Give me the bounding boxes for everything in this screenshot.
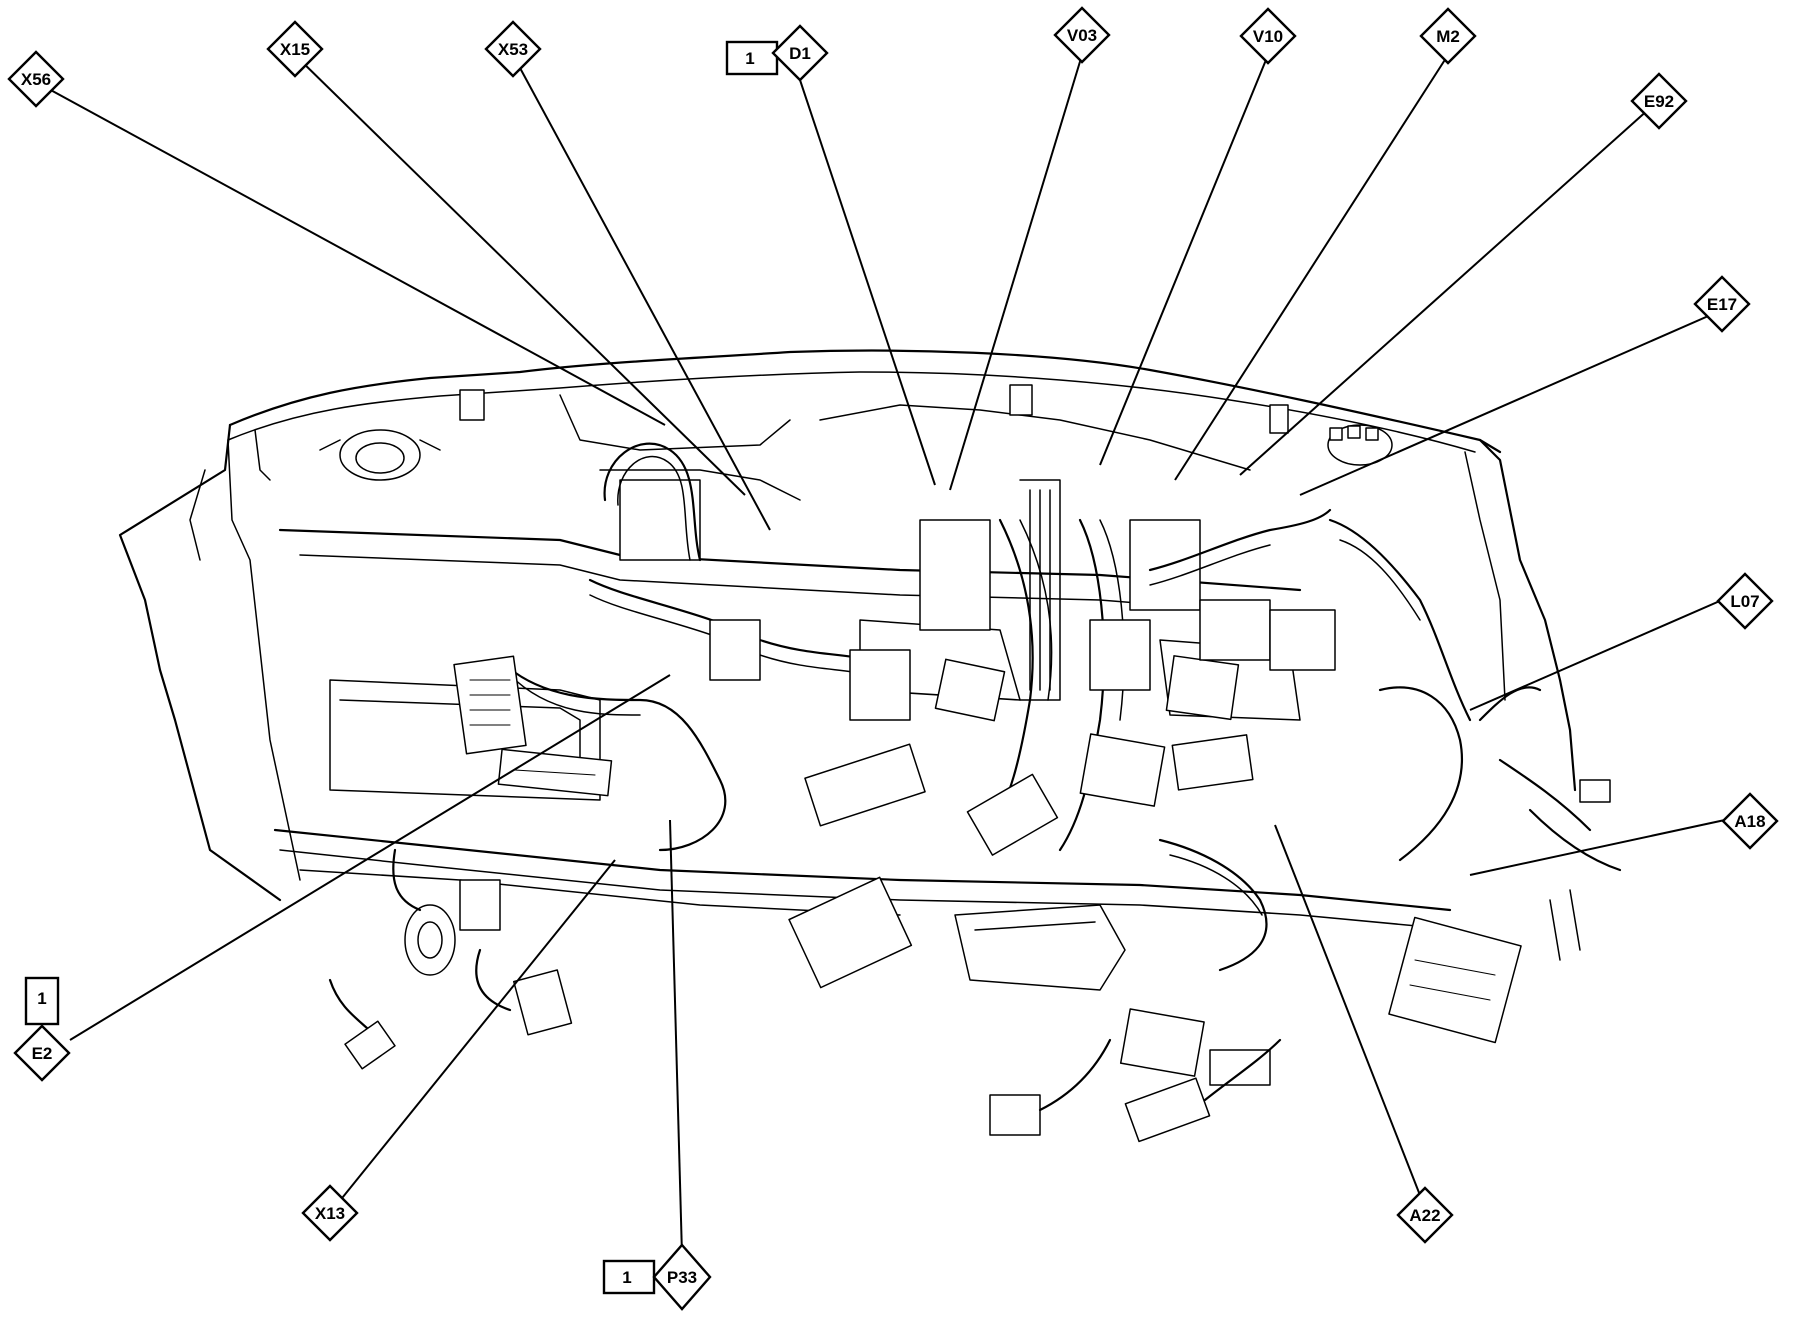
callout-diamond: [1053, 6, 1111, 64]
callout-l07: L07: [1716, 572, 1774, 630]
leader-x15: [294, 54, 746, 496]
callout-label: D1: [789, 44, 811, 63]
callout-label: V10: [1253, 27, 1283, 46]
callout-diamond: [1239, 7, 1297, 65]
callout-labels: X56 X15 X53 1 D1 V03 V10 M2: [7, 6, 1779, 1311]
leader-x53: [512, 54, 771, 531]
callout-diamond: [1693, 275, 1751, 333]
callout-label: P33: [667, 1268, 697, 1287]
callout-diamond: [301, 1184, 359, 1242]
leader-v03: [949, 54, 1083, 491]
leader-e92: [1239, 99, 1660, 476]
callout-e17: E17: [1693, 275, 1751, 333]
callout-m2: M2: [1419, 7, 1477, 65]
callout-diamond: [266, 20, 324, 78]
callout-label: A18: [1734, 812, 1765, 831]
callout-diamond: [1396, 1186, 1454, 1244]
leader-p33: [669, 819, 683, 1256]
callout-box: [24, 976, 60, 1026]
callout-diamond: [13, 1024, 71, 1082]
callout-diamond: [771, 24, 829, 82]
callout-diamond: [1716, 572, 1774, 630]
leader-v10: [1099, 54, 1269, 466]
callout-label: L07: [1730, 592, 1759, 611]
callout-label: X15: [280, 40, 310, 59]
callout-d1: 1 D1: [725, 24, 829, 82]
callout-diamond: [1630, 72, 1688, 130]
leader-x13: [329, 859, 616, 1214]
callout-label: X13: [315, 1204, 345, 1223]
callout-label: V03: [1067, 26, 1097, 45]
callout-v03: V03: [1053, 6, 1111, 64]
callout-diamond: [7, 50, 65, 108]
leader-x56: [35, 81, 666, 426]
leader-d1: [799, 79, 936, 486]
dashboard-illustration: [118, 349, 1622, 1143]
leader-e2: [69, 674, 671, 1041]
callout-diamond: [484, 20, 542, 78]
callout-label: E17: [1707, 295, 1737, 314]
callout-a22: A22: [1396, 1186, 1454, 1244]
callout-label: E92: [1644, 92, 1674, 111]
callout-a18: A18: [1721, 792, 1779, 850]
leader-e17: [1299, 309, 1723, 496]
callout-v10: V10: [1239, 7, 1297, 65]
callout-e92: E92: [1630, 72, 1688, 130]
callout-label: M2: [1436, 27, 1460, 46]
callout-box-number: 1: [745, 49, 754, 68]
callout-x56: X56: [7, 50, 65, 108]
callout-box-number: 1: [37, 989, 46, 1008]
callout-x15: X15: [266, 20, 324, 78]
callout-label: E2: [32, 1044, 53, 1063]
callout-x13: X13: [301, 1184, 359, 1242]
leader-a22: [1274, 824, 1426, 1209]
callout-label: X56: [21, 70, 51, 89]
callout-box: [602, 1259, 656, 1295]
callout-box-number: 1: [622, 1268, 631, 1287]
callout-x53: X53: [484, 20, 542, 78]
callout-leader-lines: [35, 54, 1749, 1256]
callout-label: A22: [1409, 1206, 1440, 1225]
leader-l07: [1469, 589, 1746, 711]
leader-a18: [1469, 814, 1749, 876]
leader-m2: [1174, 54, 1449, 481]
callout-p33: 1 P33: [602, 1243, 712, 1311]
callout-diamond: [652, 1243, 712, 1311]
callout-diamond: [1721, 792, 1779, 850]
callout-e2: 1 E2: [13, 976, 71, 1082]
callout-label: X53: [498, 40, 528, 59]
callout-diamond: [1419, 7, 1477, 65]
